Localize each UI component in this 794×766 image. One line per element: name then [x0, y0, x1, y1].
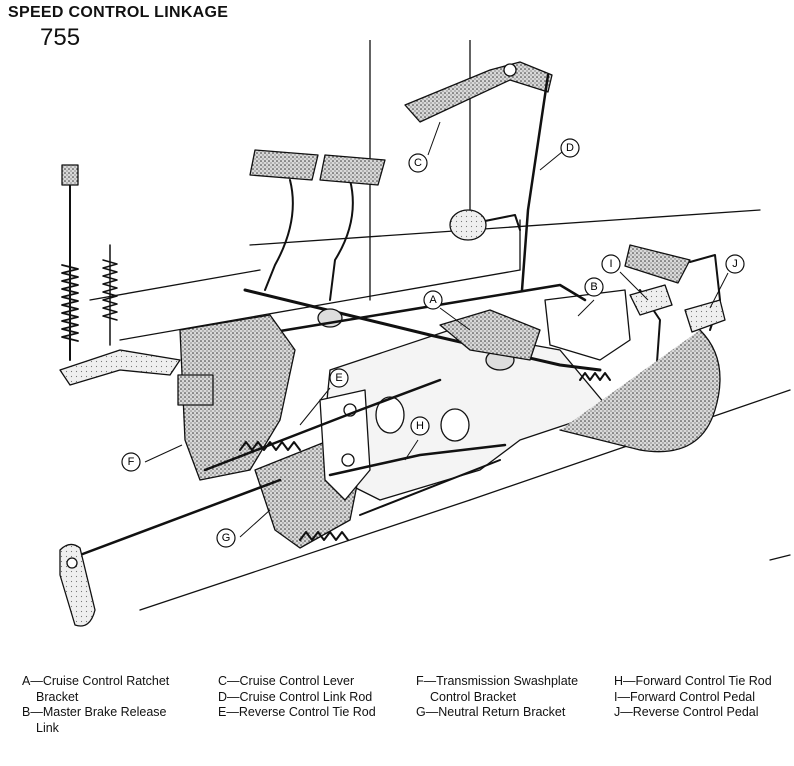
callout-circle	[408, 153, 428, 173]
forward-tie-rod-lower	[359, 459, 501, 516]
callout-circle	[423, 290, 443, 310]
ratchet-spring	[579, 372, 611, 381]
master-brake-spring	[61, 264, 79, 342]
cruise-knob	[449, 209, 487, 241]
callout-circle	[216, 528, 236, 548]
legend-entry-g: G—Neutral Return Bracket	[416, 705, 566, 719]
callout-label: F	[128, 456, 135, 468]
callout-label: C	[414, 157, 422, 169]
brake-pedal-pad	[319, 154, 386, 186]
callout-group: A B C D E F G H I J	[121, 138, 745, 548]
legend-entry-e: E—Reverse Control Tie Rod	[218, 705, 376, 719]
callout-circle	[121, 452, 141, 472]
housing-port	[440, 408, 470, 442]
callout-label: B	[590, 281, 597, 293]
swashplate-control-bracket	[179, 314, 296, 481]
callout-i: I	[601, 254, 621, 274]
reverse-control-tie-rod	[203, 378, 442, 472]
leader-line-c	[427, 121, 441, 156]
linkage-diagram: A B C D E F G H I J	[59, 40, 791, 627]
legend-entry-h: H—Forward Control Tie Rod	[614, 674, 772, 688]
housing-port	[375, 396, 405, 434]
reverse-pedal-link	[559, 329, 721, 453]
callout-label: G	[222, 532, 231, 544]
lower-link-rod	[78, 478, 282, 557]
lever-pivot	[503, 63, 517, 77]
legend-entry-j: J—Reverse Control Pedal	[614, 705, 759, 719]
end-link-hole	[66, 557, 78, 569]
callout-circle	[584, 277, 604, 297]
leader-line-d	[539, 151, 563, 171]
callout-label: E	[335, 372, 342, 384]
leader-line-g	[239, 509, 271, 538]
cruise-ratchet-bracket	[439, 309, 541, 361]
reverse-spring	[239, 441, 301, 451]
callout-circle	[410, 416, 430, 436]
callout-label: J	[732, 258, 738, 270]
end-link	[59, 543, 96, 627]
callout-j: J	[725, 254, 745, 274]
pedal-mount-plate	[544, 289, 631, 361]
callout-label: A	[429, 294, 437, 306]
cruise-control-link-rod	[520, 73, 550, 292]
bracket-block	[177, 374, 214, 406]
callout-circle	[329, 368, 349, 388]
callout-circle	[560, 138, 580, 158]
legend-column-2: C—Cruise Control Lever D—Cruise Control …	[218, 674, 418, 721]
legend-entry-d: D—Cruise Control Link Rod	[218, 689, 373, 704]
legend-entry-i: I—Forward Control Pedal	[614, 689, 756, 704]
frame-edge	[89, 269, 261, 301]
callout-d: D	[560, 138, 580, 158]
spring-rod-knob	[61, 164, 79, 186]
brake-pedal-arm	[329, 179, 354, 301]
leader-line-e	[299, 387, 331, 426]
model-number: 755	[40, 24, 81, 51]
callout-label: D	[566, 142, 574, 154]
diagram-title: SPEED CONTROL LINKAGE	[8, 4, 229, 21]
leader-line-f	[144, 444, 183, 463]
legend-entry-c: C—Cruise Control Lever	[218, 674, 355, 688]
frame-edge	[139, 499, 471, 611]
callout-f: F	[121, 452, 141, 472]
leader-line-j	[709, 272, 729, 309]
leader-line-a	[439, 307, 471, 331]
leader-line-i	[619, 271, 649, 301]
callout-c: C	[408, 153, 428, 173]
brake-pedal-arm	[264, 179, 294, 291]
secondary-spring	[102, 259, 118, 321]
cruise-knob-stem	[479, 214, 521, 231]
legend-column-4: H—Forward Control Tie Rod I—Forward Cont…	[614, 674, 794, 721]
callout-label: H	[416, 420, 424, 432]
brake-pedal-pad	[249, 149, 319, 181]
callout-label: I	[609, 258, 612, 270]
callout-b: B	[584, 277, 604, 297]
callout-g: G	[216, 528, 236, 548]
forward-control-tie-rod	[328, 443, 507, 477]
cruise-control-lever	[404, 61, 553, 123]
callout-e: E	[329, 368, 349, 388]
spring-anchor-bracket	[59, 349, 181, 386]
forward-pedal-bracket	[629, 284, 673, 316]
frame-edge	[249, 209, 761, 246]
reverse-pedal-bracket	[684, 299, 726, 333]
cruise-ratchet-rod	[193, 283, 587, 347]
callout-circle	[725, 254, 745, 274]
callout-h: H	[410, 416, 430, 436]
plate-hole	[341, 453, 355, 467]
callout-a: A	[423, 290, 443, 310]
neutral-return-spring	[299, 531, 349, 541]
callout-circle	[601, 254, 621, 274]
leader-line-b	[577, 299, 595, 317]
leader-line-h	[404, 439, 419, 461]
neutral-plate	[319, 389, 371, 501]
forward-pedal-pad	[624, 244, 691, 284]
frame-edge	[769, 554, 791, 561]
